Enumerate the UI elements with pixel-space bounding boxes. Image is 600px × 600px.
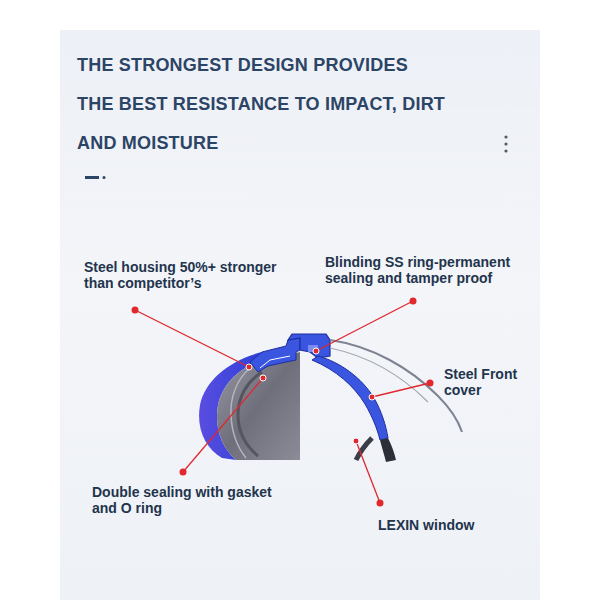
steel-housing-section — [250, 338, 300, 372]
callout-label: Steel housing 50%+ stronger than competi… — [84, 259, 284, 291]
callout-label: Blinding SS ring-permanent sealing and t… — [325, 254, 537, 286]
front-cover-outer — [330, 340, 462, 432]
gauge-face-ring — [238, 372, 262, 456]
decor-mark — [85, 176, 106, 179]
leader-lines — [132, 298, 434, 507]
lexin-window — [380, 438, 396, 462]
front-cover-section — [312, 356, 388, 440]
housing-inner-line — [260, 356, 290, 368]
front-cover-inner — [330, 348, 428, 402]
callout-label: LEXIN window — [378, 517, 518, 533]
callout-label: Double sealing with gasket and O ring — [92, 484, 282, 516]
blinding-ring-section — [288, 334, 330, 358]
heading: THE STRONGEST DESIGN PROVIDES THE BEST R… — [77, 46, 449, 163]
callout-label: Steel Front cover — [444, 366, 536, 398]
menu-icon — [504, 135, 507, 152]
